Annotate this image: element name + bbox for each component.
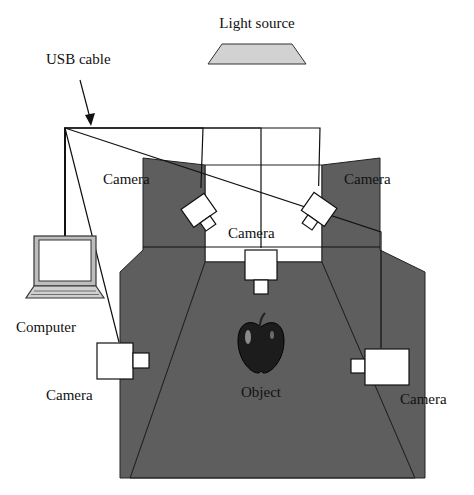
usb-cable bbox=[65, 128, 381, 348]
cable-line bbox=[65, 128, 381, 348]
node-label: Camera bbox=[228, 224, 275, 242]
laptop-lid bbox=[34, 236, 96, 286]
node-label: Light source bbox=[219, 14, 294, 32]
usb-cable bbox=[65, 128, 119, 342]
camera-shape bbox=[96, 342, 152, 382]
computer-shape bbox=[28, 236, 102, 300]
leader-line bbox=[80, 80, 90, 118]
camera-lens bbox=[351, 359, 365, 373]
node-label: Computer bbox=[16, 318, 76, 336]
keyboard-line bbox=[34, 291, 96, 292]
cable-line bbox=[65, 128, 203, 236]
laptop-base bbox=[26, 286, 104, 298]
camera-body bbox=[97, 343, 133, 379]
camera-shape bbox=[350, 348, 412, 388]
apple-body bbox=[238, 323, 284, 373]
node-label: Camera bbox=[103, 170, 150, 188]
usb-cable bbox=[65, 128, 320, 236]
node-label: Object bbox=[241, 383, 281, 401]
object-shape bbox=[236, 313, 286, 375]
camera-lens bbox=[254, 280, 268, 294]
leader-arrowhead bbox=[85, 113, 95, 126]
camera: Camera bbox=[243, 248, 279, 298]
light-source-shape bbox=[208, 44, 306, 64]
floor-edge bbox=[130, 478, 415, 479]
node-label: Camera bbox=[344, 170, 391, 188]
apple-stem bbox=[260, 313, 265, 327]
camera-lens bbox=[302, 215, 318, 230]
camera-shape bbox=[243, 248, 279, 298]
usb-cable bbox=[65, 128, 203, 236]
apple-highlight bbox=[245, 330, 251, 344]
keyboard-line bbox=[31, 294, 99, 295]
camera: Camera bbox=[175, 188, 225, 240]
camera-body bbox=[365, 349, 409, 385]
node-label: Camera bbox=[400, 390, 447, 408]
apple-highlight bbox=[270, 331, 274, 339]
camera-shape bbox=[292, 186, 344, 240]
computer: Computer bbox=[28, 236, 102, 300]
camera-lens bbox=[200, 216, 216, 231]
cable-line bbox=[65, 128, 119, 342]
object: Object bbox=[236, 313, 286, 375]
camera: Camera bbox=[292, 186, 344, 240]
camera: Camera bbox=[96, 342, 152, 382]
light-source: Light source bbox=[208, 44, 306, 64]
camera: Camera bbox=[350, 348, 412, 388]
node-label: Camera bbox=[46, 386, 93, 404]
right-wall bbox=[322, 158, 425, 478]
camera-body bbox=[245, 250, 277, 280]
light-source-shape bbox=[208, 44, 306, 64]
camera-shape bbox=[175, 188, 225, 240]
camera-lens bbox=[133, 353, 149, 368]
cable-line bbox=[65, 128, 320, 236]
callout-label: USB cable bbox=[46, 50, 111, 68]
laptop-screen bbox=[39, 240, 91, 281]
